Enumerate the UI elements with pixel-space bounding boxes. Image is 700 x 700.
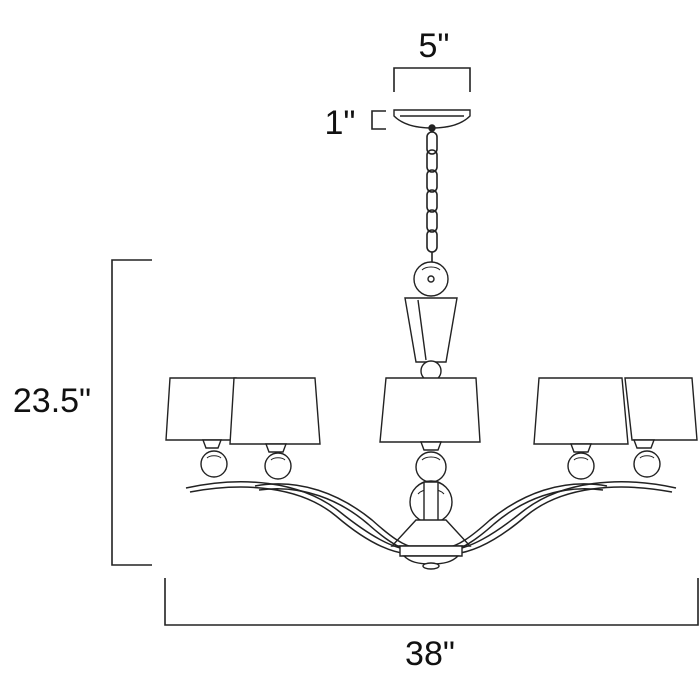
top-crystal-ball — [413, 261, 449, 297]
arm-crystal-balls — [200, 450, 661, 480]
canopy-height-label: 1" — [325, 104, 356, 142]
socket-cups — [201, 439, 656, 453]
overall-height-label: 23.5" — [13, 382, 91, 420]
overall-height-dimension: 23.5" — [13, 259, 152, 566]
chandelier-fixture — [165, 109, 698, 570]
canopy-height-dimension: 1" — [325, 104, 386, 142]
base-hub — [399, 545, 463, 570]
ceiling-canopy — [393, 109, 471, 132]
overall-width-label: 38" — [405, 635, 455, 673]
canopy-width-label: 5" — [419, 27, 450, 65]
center-stem — [390, 451, 472, 549]
curved-arms — [185, 481, 677, 555]
upper-vase — [404, 297, 458, 382]
lampshade-center — [379, 377, 481, 443]
lampshade-right-inner — [533, 377, 629, 445]
lampshade-right-outer — [624, 377, 698, 441]
lampshade-left-outer — [165, 377, 239, 441]
overall-width-dimension: 38" — [164, 578, 699, 673]
canopy-width-dimension: 5" — [393, 27, 471, 92]
lampshade-left-inner — [229, 377, 321, 445]
hanging-chain — [426, 131, 438, 262]
